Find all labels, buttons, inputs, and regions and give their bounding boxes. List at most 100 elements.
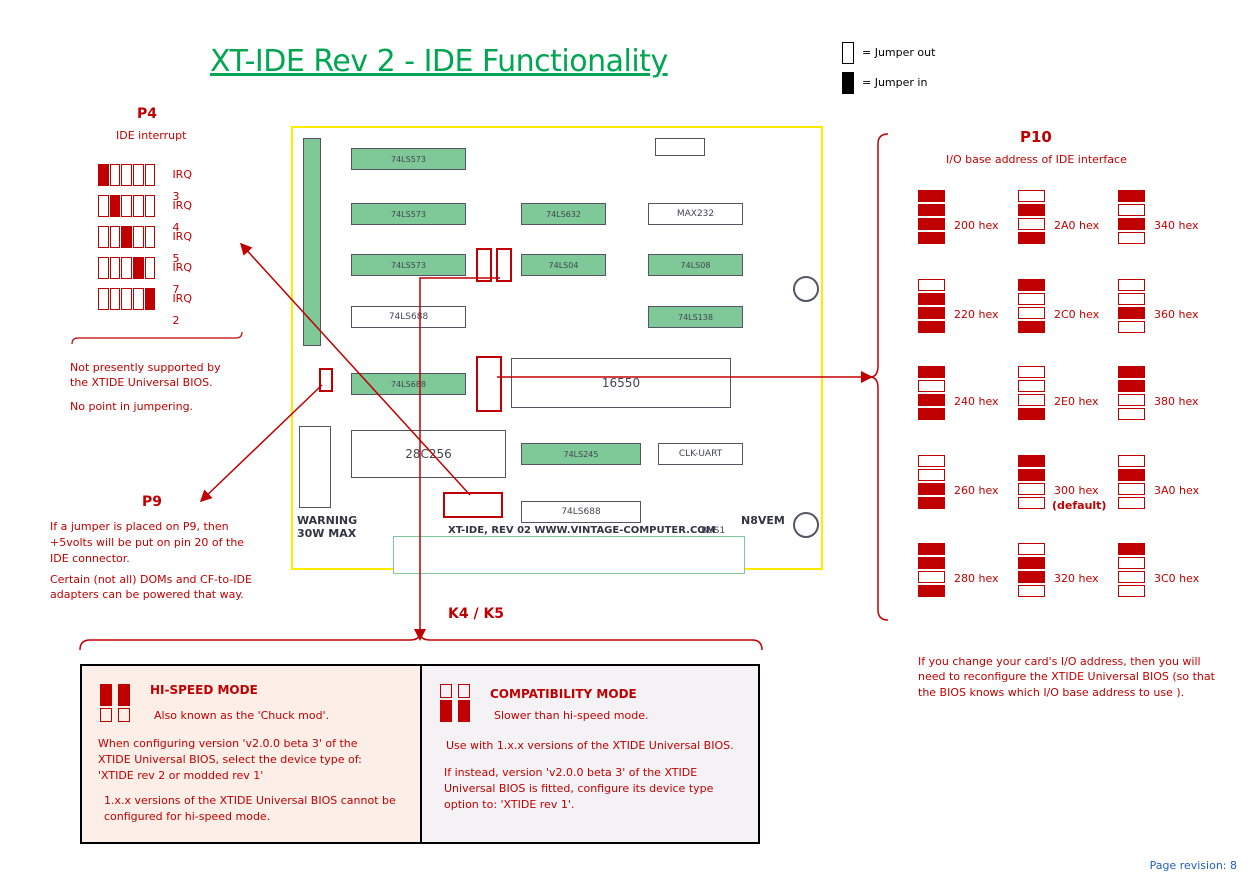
- p4-note-line3: No point in jumpering.: [70, 400, 194, 413]
- jumper-cell: [1118, 321, 1145, 333]
- jumper-cell: [98, 288, 109, 310]
- modes-panel: HI-SPEED MODE Also known as the 'Chuck m…: [80, 664, 760, 844]
- jumper-cell: [1118, 455, 1145, 467]
- p4-row: IRQ 7: [98, 257, 199, 301]
- chip-u10: 28C256: [351, 430, 506, 478]
- jumper-cell: [121, 257, 133, 279]
- p4-bracket: [71, 331, 243, 345]
- jumper-out-swatch: [842, 42, 854, 64]
- p10-entry: 380 hex: [1118, 366, 1199, 422]
- jumper-cell: [121, 195, 133, 217]
- p4-heading: P4: [137, 106, 158, 122]
- p4-irq-label: IRQ 2: [172, 292, 192, 327]
- jumper-cell: [1018, 557, 1045, 569]
- chip-u6: 74LS04: [521, 254, 606, 276]
- jumper-cell: [918, 469, 945, 481]
- jumper-cell: [121, 226, 133, 248]
- p9-heading: P9: [142, 494, 163, 510]
- chip-u13: MAX232: [648, 203, 743, 225]
- p10-hex-label: 300 hex: [1054, 484, 1099, 497]
- p10-header: [476, 356, 502, 412]
- p4-header: [443, 492, 503, 518]
- p9-line2: +5volts will be put on pin 20 of the: [50, 536, 245, 549]
- k4k5-brace: [79, 631, 763, 651]
- jumper-cell: [1118, 293, 1145, 305]
- jumper-cell: [98, 164, 109, 186]
- chip-u2: 74LS573: [351, 254, 466, 276]
- p10-entry: 280 hex: [918, 543, 999, 599]
- chip-u11: 74LS688: [351, 306, 466, 328]
- jumper-cell: [918, 218, 945, 230]
- p10-hex-label: 260 hex: [954, 484, 999, 497]
- jumper-cell: [1118, 232, 1145, 244]
- hispeed-p1-line2: XTIDE Universal BIOS, select the device …: [98, 753, 362, 766]
- p10-hex-label: 280 hex: [954, 572, 999, 585]
- jumper-cell: [1018, 571, 1045, 583]
- p9-line4: Certain (not all) DOMs and CF-to-IDE: [50, 573, 252, 586]
- jumper-cell: [1018, 204, 1045, 216]
- silk-30w-max: 30W MAX: [297, 527, 357, 540]
- jumper-cell: [918, 204, 945, 216]
- jumper-cell: [1118, 218, 1145, 230]
- jumper-cell: [1018, 232, 1045, 244]
- jumper-cell: [133, 195, 144, 217]
- jumper-cell: [1018, 408, 1045, 420]
- conn-2002-header: [303, 138, 321, 346]
- p9-line1: If a jumper is placed on P9, then: [50, 520, 229, 533]
- jumper-cell: [121, 164, 133, 186]
- chip-u9: 74LS688: [521, 501, 641, 523]
- jumper-cell: [1118, 190, 1145, 202]
- k4-header: [476, 248, 492, 282]
- jumper-cell: [918, 293, 945, 305]
- jumper-cell: [98, 195, 109, 217]
- compat-p1: Use with 1.x.x versions of the XTIDE Uni…: [446, 739, 734, 752]
- p10-entry: 260 hex: [918, 455, 999, 511]
- compat-p2-line3: option to: 'XTIDE rev 1'.: [444, 798, 575, 811]
- p10-entry: 2A0 hex: [1018, 190, 1099, 246]
- mounting-hole: [793, 512, 819, 538]
- hispeed-p2-line2: configured for hi-speed mode.: [104, 810, 271, 823]
- p4-irq-label: IRQ 7: [172, 261, 192, 296]
- mounting-hole: [793, 276, 819, 302]
- pcb-board: 74LS573 74LS573 74LS573 74LS688 74LS688 …: [291, 126, 823, 574]
- jumper-cell: [1018, 218, 1045, 230]
- jumper-cell: [1118, 279, 1145, 291]
- p10-entry: 340 hex: [1118, 190, 1199, 246]
- p10-entry: 320 hex: [1018, 543, 1099, 599]
- jumper-cell: [1018, 585, 1045, 597]
- jumper-cell: [133, 164, 144, 186]
- jumper-cell: [918, 571, 945, 583]
- p10-hex-label: 220 hex: [954, 308, 999, 321]
- p4-subtitle: IDE interrupt: [116, 129, 187, 142]
- p4-irq-label: IRQ 4: [172, 199, 192, 234]
- jumper-cell: [1018, 543, 1045, 555]
- page-title: XT-IDE Rev 2 - IDE Functionality: [210, 44, 668, 79]
- p10-note-line3: the BIOS knows which I/O base address to…: [918, 686, 1185, 699]
- hispeed-p2-line1: 1.x.x versions of the XTIDE Universal BI…: [104, 794, 396, 807]
- jumper-cell: [918, 321, 945, 333]
- k4k5-heading: K4 / K5: [448, 606, 505, 622]
- jumper-cell: [109, 257, 121, 279]
- compat-p2-line1: If instead, version 'v2.0.0 beta 3' of t…: [444, 766, 698, 779]
- p10-entry: 2E0 hex: [1018, 366, 1099, 422]
- hispeed-aka: Also known as the 'Chuck mod'.: [154, 709, 330, 722]
- jumper-cell: [918, 408, 945, 420]
- compat-jumper-icon: [440, 684, 470, 722]
- jumper-cell: [109, 195, 121, 217]
- p10-entry: 3C0 hex: [1118, 543, 1199, 599]
- jumper-cell: [98, 257, 109, 279]
- jumper-cell: [1018, 394, 1045, 406]
- compat-title: COMPATIBILITY MODE: [490, 687, 637, 701]
- jumper-cell: [1018, 469, 1045, 481]
- chip-u5: 74LS688: [351, 373, 466, 395]
- jumper-cell: [144, 288, 156, 310]
- p10-hex-label: 2A0 hex: [1054, 219, 1100, 232]
- p10-note-line2: need to reconfigure the XTIDE Universal …: [918, 670, 1215, 683]
- jumper-cell: [1018, 321, 1045, 333]
- jumper-cell: [1118, 585, 1145, 597]
- jumper-cell: [1018, 455, 1045, 467]
- silk-bus1: BUS1: [701, 526, 726, 536]
- page-revision: Page revision: 8: [1149, 859, 1237, 872]
